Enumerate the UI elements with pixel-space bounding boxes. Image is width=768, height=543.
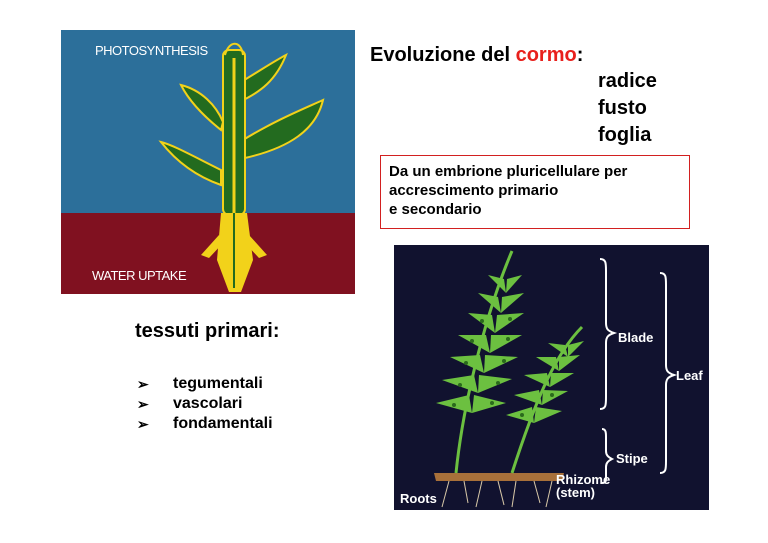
info-line: e secondario — [389, 201, 482, 218]
rhizome-label: Rhizome (stem) — [556, 473, 610, 499]
stipe-label: Stipe — [616, 451, 648, 466]
tissue-item: ➢ fondamentali — [135, 414, 273, 434]
info-line: accrescimento primario — [389, 182, 559, 199]
organ-item: foglia — [598, 124, 652, 146]
info-line: Da un embrione pluricellulare per — [389, 163, 628, 180]
info-box: Da un embrione pluricellulare per accres… — [380, 155, 690, 229]
tissue-item: ➢ vascolari — [135, 394, 273, 414]
tissue-list: ➢ tegumentali ➢ vascolari ➢ fondamentali — [135, 374, 273, 434]
fern-diagram: Blade Leaf Stipe Rhizome (stem) Roots — [394, 245, 709, 510]
tissue-item: ➢ tegumentali — [135, 374, 273, 394]
organ-item: fusto — [598, 97, 647, 119]
arrow-bullet-icon: ➢ — [137, 376, 149, 392]
roots-label: Roots — [400, 491, 437, 506]
title-prefix: Evoluzione del — [370, 44, 516, 66]
rhizome-label-line1: Rhizome — [556, 472, 611, 487]
tissues-heading: tessuti primari: — [135, 320, 280, 342]
plant-diagram: PHOTOSYNTHESIS WATER UPTAKE — [61, 30, 355, 294]
arrow-bullet-icon: ➢ — [137, 416, 149, 432]
photosynthesis-label: PHOTOSYNTHESIS — [95, 43, 208, 58]
tissue-label: fondamentali — [173, 415, 273, 432]
plant-diagram-art — [61, 30, 355, 294]
rhizome-label-line2: (stem) — [556, 485, 596, 500]
tissue-label: tegumentali — [173, 375, 263, 392]
leaf-label: Leaf — [676, 368, 703, 383]
slide-title: Evoluzione del cormo: — [370, 44, 583, 67]
water-uptake-label: WATER UPTAKE — [92, 268, 187, 283]
fern-diagram-art — [434, 250, 678, 508]
title-suffix: : — [576, 44, 584, 66]
blade-label: Blade — [618, 330, 654, 345]
arrow-bullet-icon: ➢ — [137, 396, 149, 412]
organ-item: radice — [598, 70, 657, 92]
tissue-label: vascolari — [173, 395, 243, 412]
title-accent-word: cormo — [515, 44, 577, 66]
